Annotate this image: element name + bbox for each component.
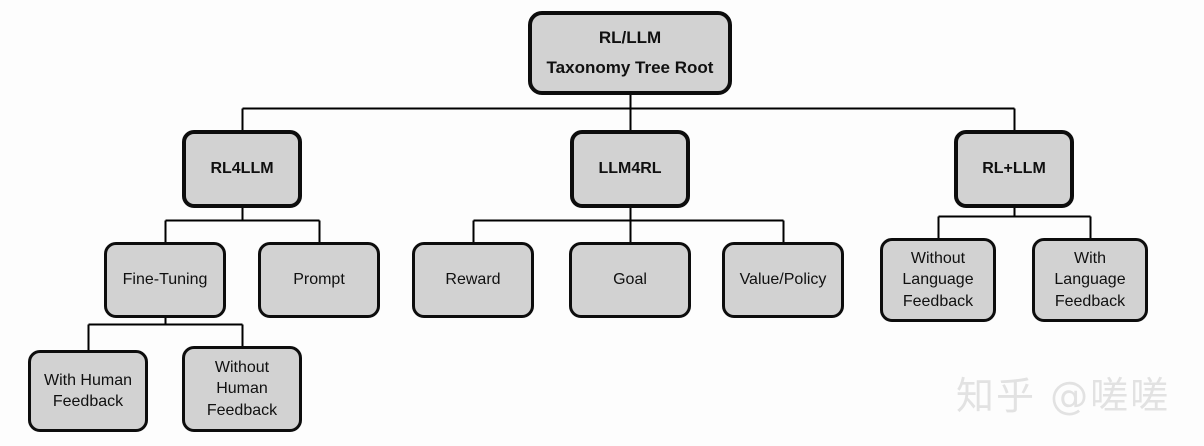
tree-node-with-language-feedback[interactable]: With Language Feedback xyxy=(1032,238,1148,322)
tree-node-label: Prompt xyxy=(293,271,345,289)
tree-node-with-human-feedback[interactable]: With Human Feedback xyxy=(28,350,148,432)
tree-node-prompt[interactable]: Prompt xyxy=(258,242,380,318)
tree-node-label: With Language Feedback xyxy=(1054,250,1126,310)
tree-node-without-language-feedback[interactable]: Without Language Feedback xyxy=(880,238,996,322)
tree-node-label: RL4LLM xyxy=(210,160,274,178)
tree-node-label: With Human Feedback xyxy=(43,371,133,410)
tree-node-reward[interactable]: Reward xyxy=(412,242,534,318)
tree-node-label: Fine-Tuning xyxy=(122,271,208,289)
tree-node-without-human-feedback[interactable]: Without Human Feedback xyxy=(182,346,302,432)
tree-node-label: RL/LLM Taxonomy Tree Root xyxy=(546,28,714,77)
tree-node-label: Value/Policy xyxy=(739,271,827,289)
tree-node-root[interactable]: RL/LLM Taxonomy Tree Root xyxy=(528,11,732,95)
tree-node-label: Goal xyxy=(613,271,647,289)
tree-node-label: Reward xyxy=(445,271,501,289)
zhihu-watermark: 知乎 @嗟嗟 xyxy=(956,374,1171,418)
tree-node-value-policy[interactable]: Value/Policy xyxy=(722,242,844,318)
tree-node-llm4rl[interactable]: LLM4RL xyxy=(570,130,690,208)
tree-node-label: RL+LLM xyxy=(982,160,1046,178)
tree-node-rlplusllm[interactable]: RL+LLM xyxy=(954,130,1074,208)
tree-node-label: LLM4RL xyxy=(598,160,662,178)
tree-node-rl4llm[interactable]: RL4LLM xyxy=(182,130,302,208)
tree-node-fine-tuning[interactable]: Fine-Tuning xyxy=(104,242,226,318)
tree-node-label: Without Language Feedback xyxy=(902,250,974,310)
tree-node-label: Without Human Feedback xyxy=(206,359,278,419)
tree-node-goal[interactable]: Goal xyxy=(569,242,691,318)
